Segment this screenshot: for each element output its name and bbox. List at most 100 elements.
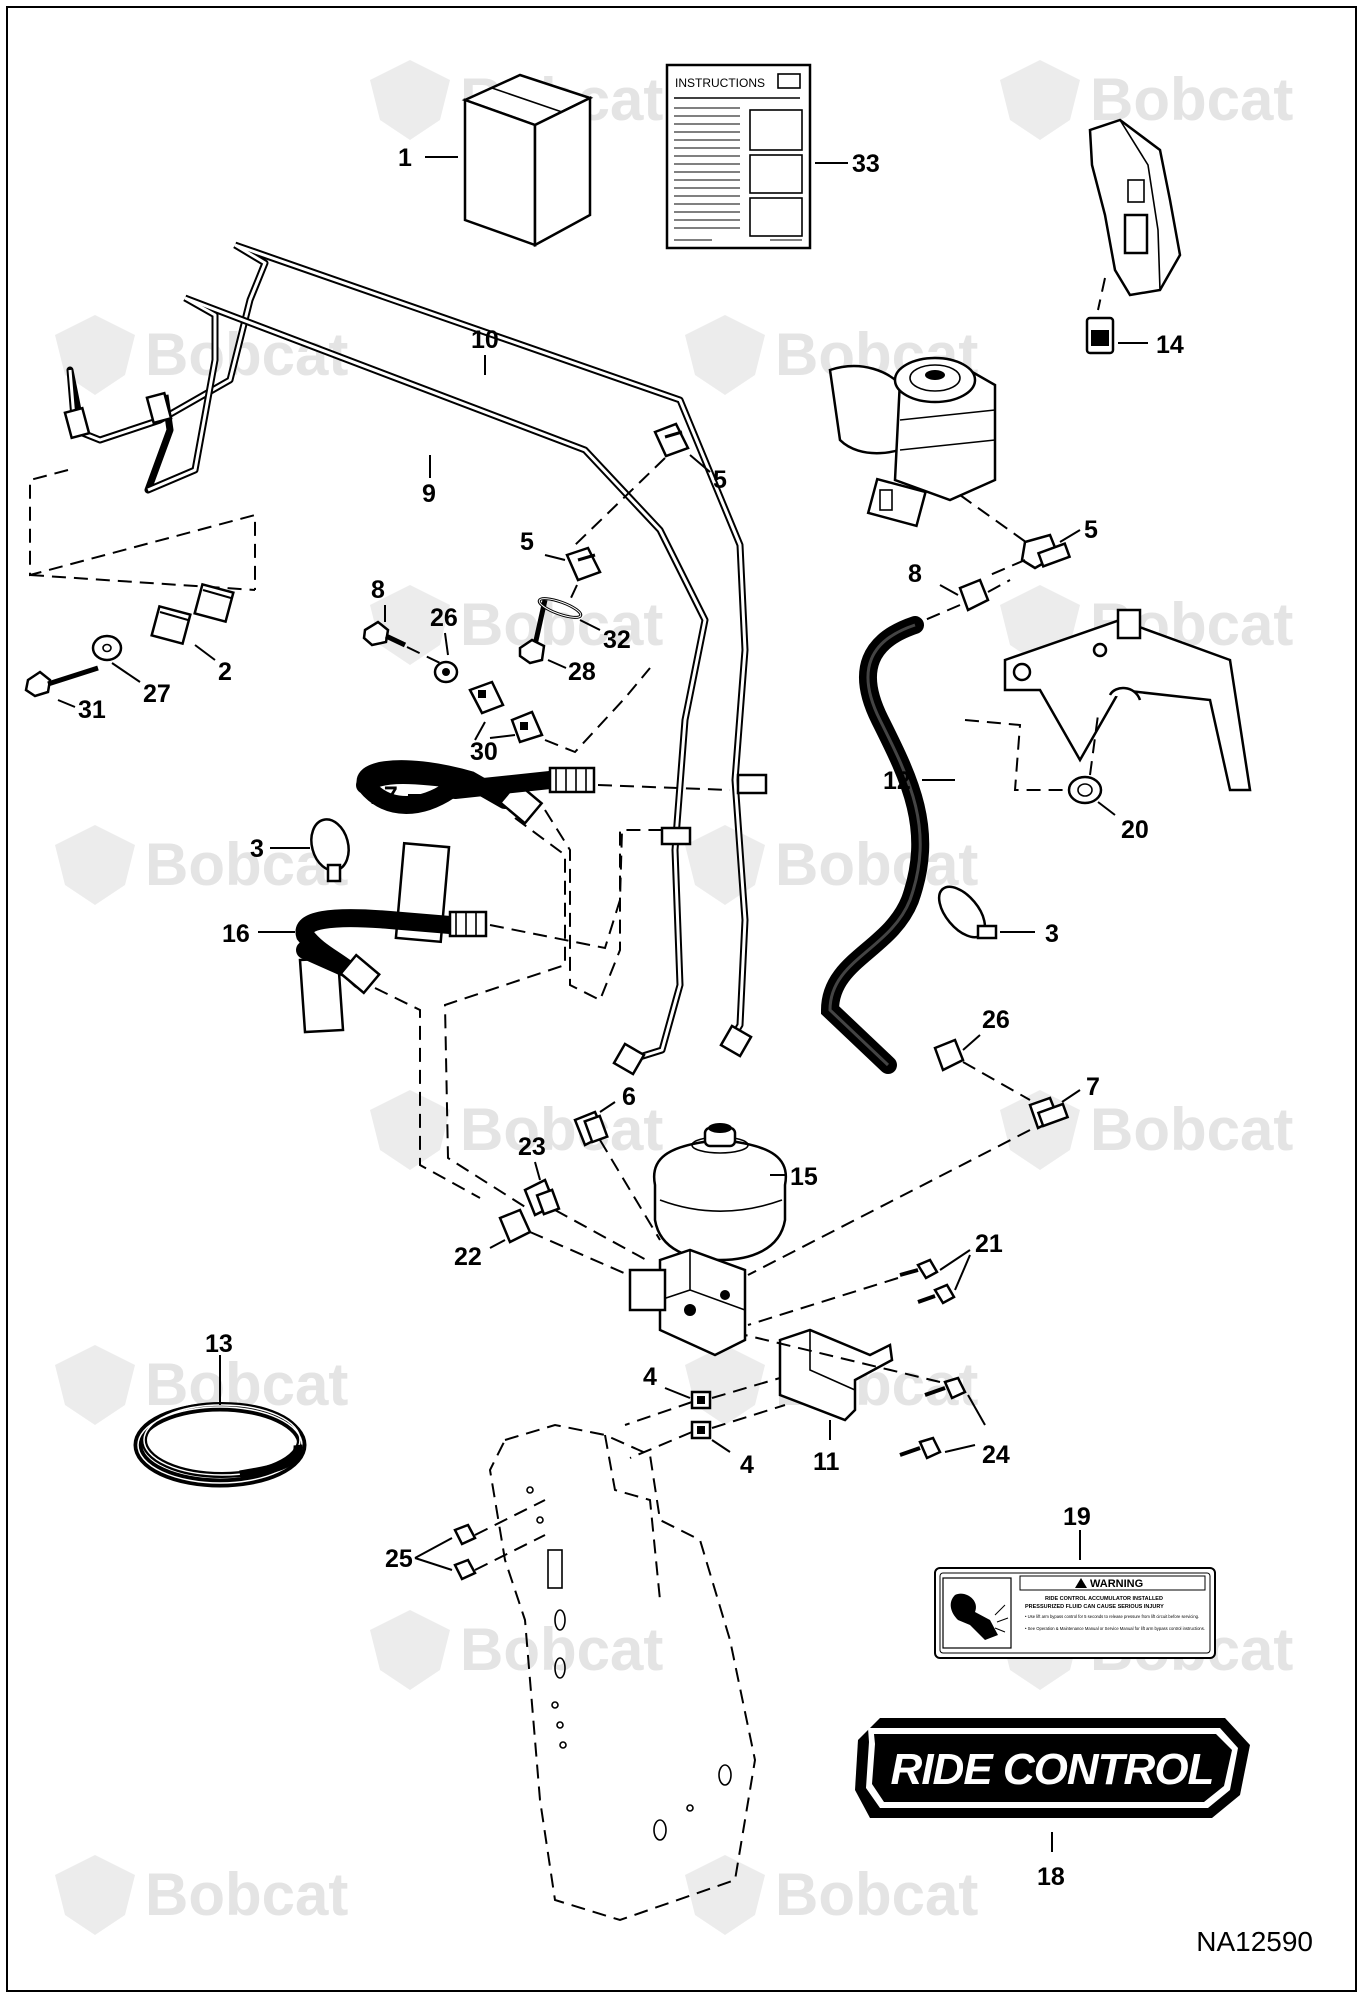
part-5-fitting-upper[interactable] [653, 422, 690, 458]
dash-16-right [489, 829, 623, 950]
part-20-grommet[interactable] [1067, 775, 1103, 805]
dash-7-valve [747, 1129, 1031, 1276]
leader-31 [194, 644, 216, 661]
part-13-coiled-hose[interactable] [133, 1402, 307, 1488]
callout-5b[interactable]: 5 [520, 528, 534, 556]
callout-25[interactable]: 25 [385, 1545, 413, 1573]
part-6-fitting[interactable] [573, 1110, 609, 1147]
leader-4a [664, 1387, 691, 1399]
part-18-ride-control-decal[interactable]: RIDE CONTROL [855, 1718, 1250, 1818]
part-33-instructions-sheet[interactable]: INSTRUCTIONS [665, 63, 812, 250]
part-32-bolt-middle[interactable] [362, 620, 407, 648]
part-9-tube-line[interactable] [144, 294, 709, 1064]
callout-32a[interactable]: 8 [371, 576, 385, 604]
part-11-mounting-bracket[interactable] [778, 1328, 894, 1422]
dash-23-valve [554, 1209, 651, 1263]
callout-7[interactable]: 7 [1086, 1073, 1100, 1101]
part-21-bolts[interactable] [899, 1258, 956, 1305]
part-3-cable-tie-right[interactable] [930, 879, 998, 946]
dash-17-path [443, 817, 566, 1211]
leader-20 [1097, 801, 1116, 816]
callout-17[interactable]: 17 [370, 782, 398, 810]
part-28-washer[interactable] [433, 660, 459, 684]
callout-15[interactable]: 15 [790, 1163, 818, 1191]
part-12-hose[interactable] [820, 616, 930, 1074]
watermark-logo: Bobcat [1000, 1090, 1293, 1170]
callout-24[interactable]: 24 [982, 1441, 1010, 1469]
part-24-bolts[interactable] [899, 1376, 967, 1460]
callout-16[interactable]: 16 [222, 920, 250, 948]
callout-30[interactable]: 30 [470, 738, 498, 766]
dash-30 [544, 667, 651, 754]
callout-11[interactable]: 11 [813, 1448, 840, 1476]
leader-22 [489, 1239, 506, 1249]
part-4-nuts[interactable] [690, 1390, 712, 1440]
part-23-fitting[interactable] [523, 1178, 561, 1217]
part-25-nuts[interactable] [453, 1523, 477, 1581]
dash-4-frame-b [629, 1431, 693, 1459]
part-26-fitting-upper[interactable] [958, 578, 990, 612]
part-32-bolt-left[interactable] [24, 665, 99, 698]
part-8-fitting[interactable] [1020, 533, 1072, 570]
callout-22[interactable]: 22 [454, 1243, 482, 1271]
part-15-accumulator[interactable] [652, 1123, 788, 1262]
dash-5-5 [574, 457, 666, 546]
callout-27[interactable]: 28 [568, 658, 596, 686]
watermark-logo: Bobcat [685, 1855, 978, 1935]
callout-29[interactable]: 27 [143, 680, 171, 708]
callout-28[interactable]: 26 [430, 604, 458, 632]
decal-19-line-2: PRESSURIZED FLUID CAN CAUSE SERIOUS INJU… [1025, 1604, 1164, 1610]
dash-16-path [374, 987, 481, 1199]
part-7-elbow-fitting[interactable] [1028, 1096, 1070, 1130]
svg-text:Bobcat: Bobcat [145, 1861, 348, 1928]
part-5-fitting-lower[interactable] [565, 546, 602, 582]
callout-1[interactable]: 1 [398, 144, 412, 172]
callout-18[interactable]: 18 [1037, 1863, 1065, 1891]
callout-9[interactable]: 9 [422, 480, 436, 508]
callout-32b[interactable]: 31 [78, 696, 106, 724]
part-16-hose[interactable] [295, 841, 488, 1034]
callout-26a[interactable]: 8 [908, 560, 922, 588]
part-29-washer[interactable] [91, 634, 123, 662]
callout-2[interactable]: 32 [603, 626, 631, 654]
callout-13[interactable]: 13 [205, 1330, 233, 1358]
dash-12-20 [964, 719, 1068, 791]
callout-8[interactable]: 5 [1084, 516, 1098, 544]
callout-3a[interactable]: 3 [250, 835, 264, 863]
part-3-cable-tie-left[interactable] [306, 815, 354, 883]
tube-tee-fitting [660, 773, 768, 846]
callout-26b[interactable]: 26 [982, 1006, 1010, 1034]
part-17-hose[interactable] [356, 760, 596, 826]
leader-2 [579, 619, 601, 631]
part-30-clamp-halves[interactable] [468, 680, 544, 744]
callout-4a[interactable]: 4 [643, 1363, 657, 1391]
leader-6 [599, 1101, 616, 1113]
callout-21[interactable]: 21 [975, 1230, 1003, 1258]
callout-23[interactable]: 23 [518, 1133, 546, 1161]
leader-24b [944, 1444, 976, 1453]
callout-31[interactable]: 2 [218, 658, 232, 686]
callout-20[interactable]: 20 [1121, 816, 1149, 844]
dash-25b [474, 1534, 546, 1571]
callout-3b[interactable]: 3 [1045, 920, 1059, 948]
decal-19-line-1: RIDE CONTROL ACCUMULATOR INSTALLED [1045, 1596, 1163, 1602]
callout-14[interactable]: 14 [1156, 331, 1184, 359]
watermark-logo: Bobcat [55, 315, 348, 395]
part-26-fitting-lower[interactable] [933, 1038, 965, 1072]
callout-19[interactable]: 19 [1063, 1503, 1091, 1531]
part-19-warning-decal[interactable]: WARNING RIDE CONTROL ACCUMULATOR INSTALL… [934, 1567, 1216, 1659]
dash-32-to-28 [406, 646, 441, 664]
part-22-fitting[interactable] [498, 1208, 532, 1244]
callout-4b[interactable]: 4 [740, 1451, 754, 1479]
callout-5a[interactable]: 5 [713, 466, 727, 494]
part-14-switch-bracket[interactable] [1085, 118, 1182, 355]
part-31-tube-clamps[interactable] [150, 582, 235, 646]
callout-12[interactable]: 12 [883, 767, 911, 795]
callout-6[interactable]: 6 [622, 1083, 636, 1111]
part-2-o-ring[interactable] [537, 595, 583, 621]
leader-25b [414, 1557, 453, 1571]
callout-33[interactable]: 33 [852, 150, 880, 178]
callout-10[interactable]: 10 [471, 326, 499, 354]
part-1-kit-box[interactable] [461, 73, 594, 248]
